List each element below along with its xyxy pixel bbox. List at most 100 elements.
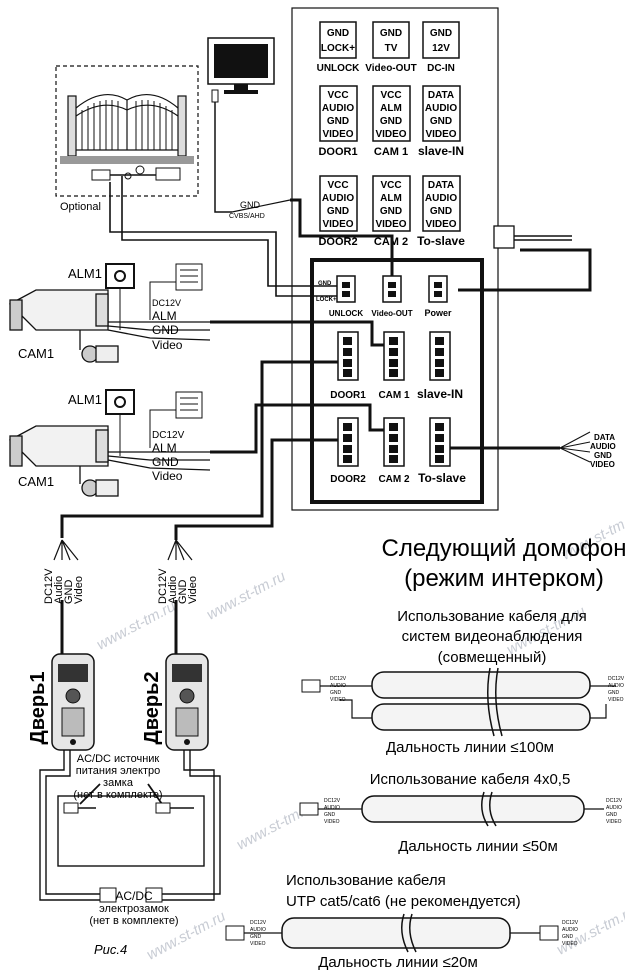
block-line: GND [327, 116, 349, 127]
cable-title: систем видеонаблюдения [402, 628, 583, 645]
cable-range: Дальность линии ≤50м [398, 838, 558, 855]
panel-low-blocks: VCC AUDIO GND VIDEO DOOR2 VCC ALM GND VI… [318, 175, 465, 248]
door-lock-wiring [39, 750, 221, 901]
cable-title: Использование кабеля 4x0,5 [370, 771, 571, 788]
block-line: VCC [380, 180, 401, 191]
cable-type-1: Использование кабеля для систем видеонаб… [301, 608, 625, 756]
connector-label: Video-OUT [371, 309, 412, 318]
wiring [60, 102, 592, 540]
connectors-row2: DOOR1 CAM 1 slave-IN [330, 331, 463, 401]
block-line: GND [380, 116, 402, 127]
cable-type-3: Использование кабеля UTP cat5/cat6 (не р… [225, 872, 579, 971]
electric-lock-label: электрозамок [99, 903, 169, 915]
connector-label: CAM 2 [378, 474, 410, 485]
wire-label: Audio [167, 576, 179, 604]
block-line: ALM [380, 193, 402, 204]
door1-wire-labels: DC12V Audio GND Video [43, 568, 85, 604]
wire-label: Audio [53, 576, 65, 604]
watermark-text: www.st-tm.ru [94, 598, 179, 654]
block-line: GND [430, 28, 452, 39]
camera-label: CAM1 [18, 474, 54, 489]
wire-label: DC12V [157, 568, 169, 604]
connector-plug-icon [225, 925, 245, 941]
cable-title: Использование кабеля [286, 872, 446, 889]
power-adapter-icon [175, 263, 203, 291]
power-adapter-icon [155, 802, 171, 814]
power-plug-icon [493, 225, 572, 249]
wire-label: Video [152, 469, 183, 483]
door-1-panel: Дверь1 [27, 653, 95, 751]
door-wire-fans [53, 539, 193, 654]
cable-end-label: DC12V [250, 920, 267, 926]
cable-title: Использование кабеля для [397, 608, 587, 625]
block-line: LOCK+ [321, 43, 355, 54]
cable-title: UTP cat5/cat6 (не рекомендуется) [286, 893, 521, 910]
block-line: GND [430, 206, 452, 217]
cable-end-label: VIDEO [324, 819, 340, 825]
block-line: VIDEO [425, 129, 456, 140]
block-line: GND [327, 206, 349, 217]
block-line: VIDEO [375, 219, 406, 230]
cable-end-label: GND [324, 812, 336, 818]
block-line: VCC [327, 90, 348, 101]
block-line: GND [380, 28, 402, 39]
door-2-panel: Дверь2 [141, 653, 209, 751]
cable-title: (совмещенный) [438, 649, 547, 666]
connector-frame [310, 258, 484, 504]
wire-label: DC12V [152, 298, 181, 308]
electric-lock-icon [99, 887, 117, 903]
alarm-sensor-icon [105, 389, 135, 415]
panel-mid-blocks: VCC AUDIO GND VIDEO DOOR1 VCC ALM GND VI… [318, 85, 464, 158]
wire-label: ALM [152, 309, 177, 323]
connector-label: To-slave [418, 471, 466, 485]
block-line: ALM [380, 103, 402, 114]
cable-end-label: VIDEO [562, 941, 578, 947]
block-line: TV [385, 43, 398, 54]
wire-label: ALM [152, 441, 177, 455]
cable-end-label: AUDIO [250, 927, 266, 933]
wire-label: DC12V [43, 568, 55, 604]
power-supply-label: AC/DC источник [77, 753, 160, 765]
connector-label: UNLOCK [329, 309, 363, 318]
wire-label: GND [152, 455, 179, 469]
block-caption: slave-IN [418, 144, 464, 158]
alm-label: ALM1 [68, 266, 102, 281]
electric-lock-label: (нет в комплекте) [89, 915, 178, 927]
connector-plug-icon [539, 925, 559, 941]
door2-wire-labels: DC12V Audio GND Video [157, 568, 199, 604]
optional-gate-group: Optional [55, 65, 199, 213]
connector-plug-icon [301, 679, 321, 693]
block-caption: UNLOCK [317, 63, 361, 74]
block-line: VIDEO [322, 219, 353, 230]
cvbs-label: CVBS/AHD [229, 213, 265, 220]
camera-icon [8, 289, 119, 363]
watermark-text: www.st-tm.ru [204, 568, 289, 624]
wire-label: GND [152, 323, 179, 337]
wire-label: Video [187, 576, 199, 604]
block-line: GND [380, 206, 402, 217]
power-adapter-icon [175, 391, 203, 419]
power-adapter-icon [155, 167, 181, 181]
cable-range: Дальность линии ≤20м [318, 954, 478, 971]
block-caption: Video-OUT [365, 63, 416, 74]
wire-label: GND [177, 580, 189, 605]
intercom-title-line2: (режим интерком) [404, 565, 604, 592]
door1-label: Дверь1 [27, 671, 49, 744]
power-supply-label: (нет в комплекте) [73, 789, 162, 801]
block-line: AUDIO [425, 193, 457, 204]
camera-label: CAM1 [18, 346, 54, 361]
block-line: AUDIO [322, 193, 354, 204]
connector-label: DOOR2 [330, 474, 366, 485]
camera-2-group: CAM1 ALM1 DC12V ALM GND Video [8, 389, 211, 497]
optional-label: Optional [60, 201, 101, 213]
camera-1-group: CAM1 ALM1 DC12V ALM GND Video [8, 263, 211, 363]
block-caption: DOOR1 [318, 146, 357, 158]
cable-label: AUDIO [590, 442, 616, 451]
wire-label: GND [63, 580, 75, 605]
block-caption: DC-IN [427, 63, 455, 74]
block-line: VIDEO [425, 219, 456, 230]
block-line: GND [327, 28, 349, 39]
connector-label: Power [424, 308, 452, 318]
